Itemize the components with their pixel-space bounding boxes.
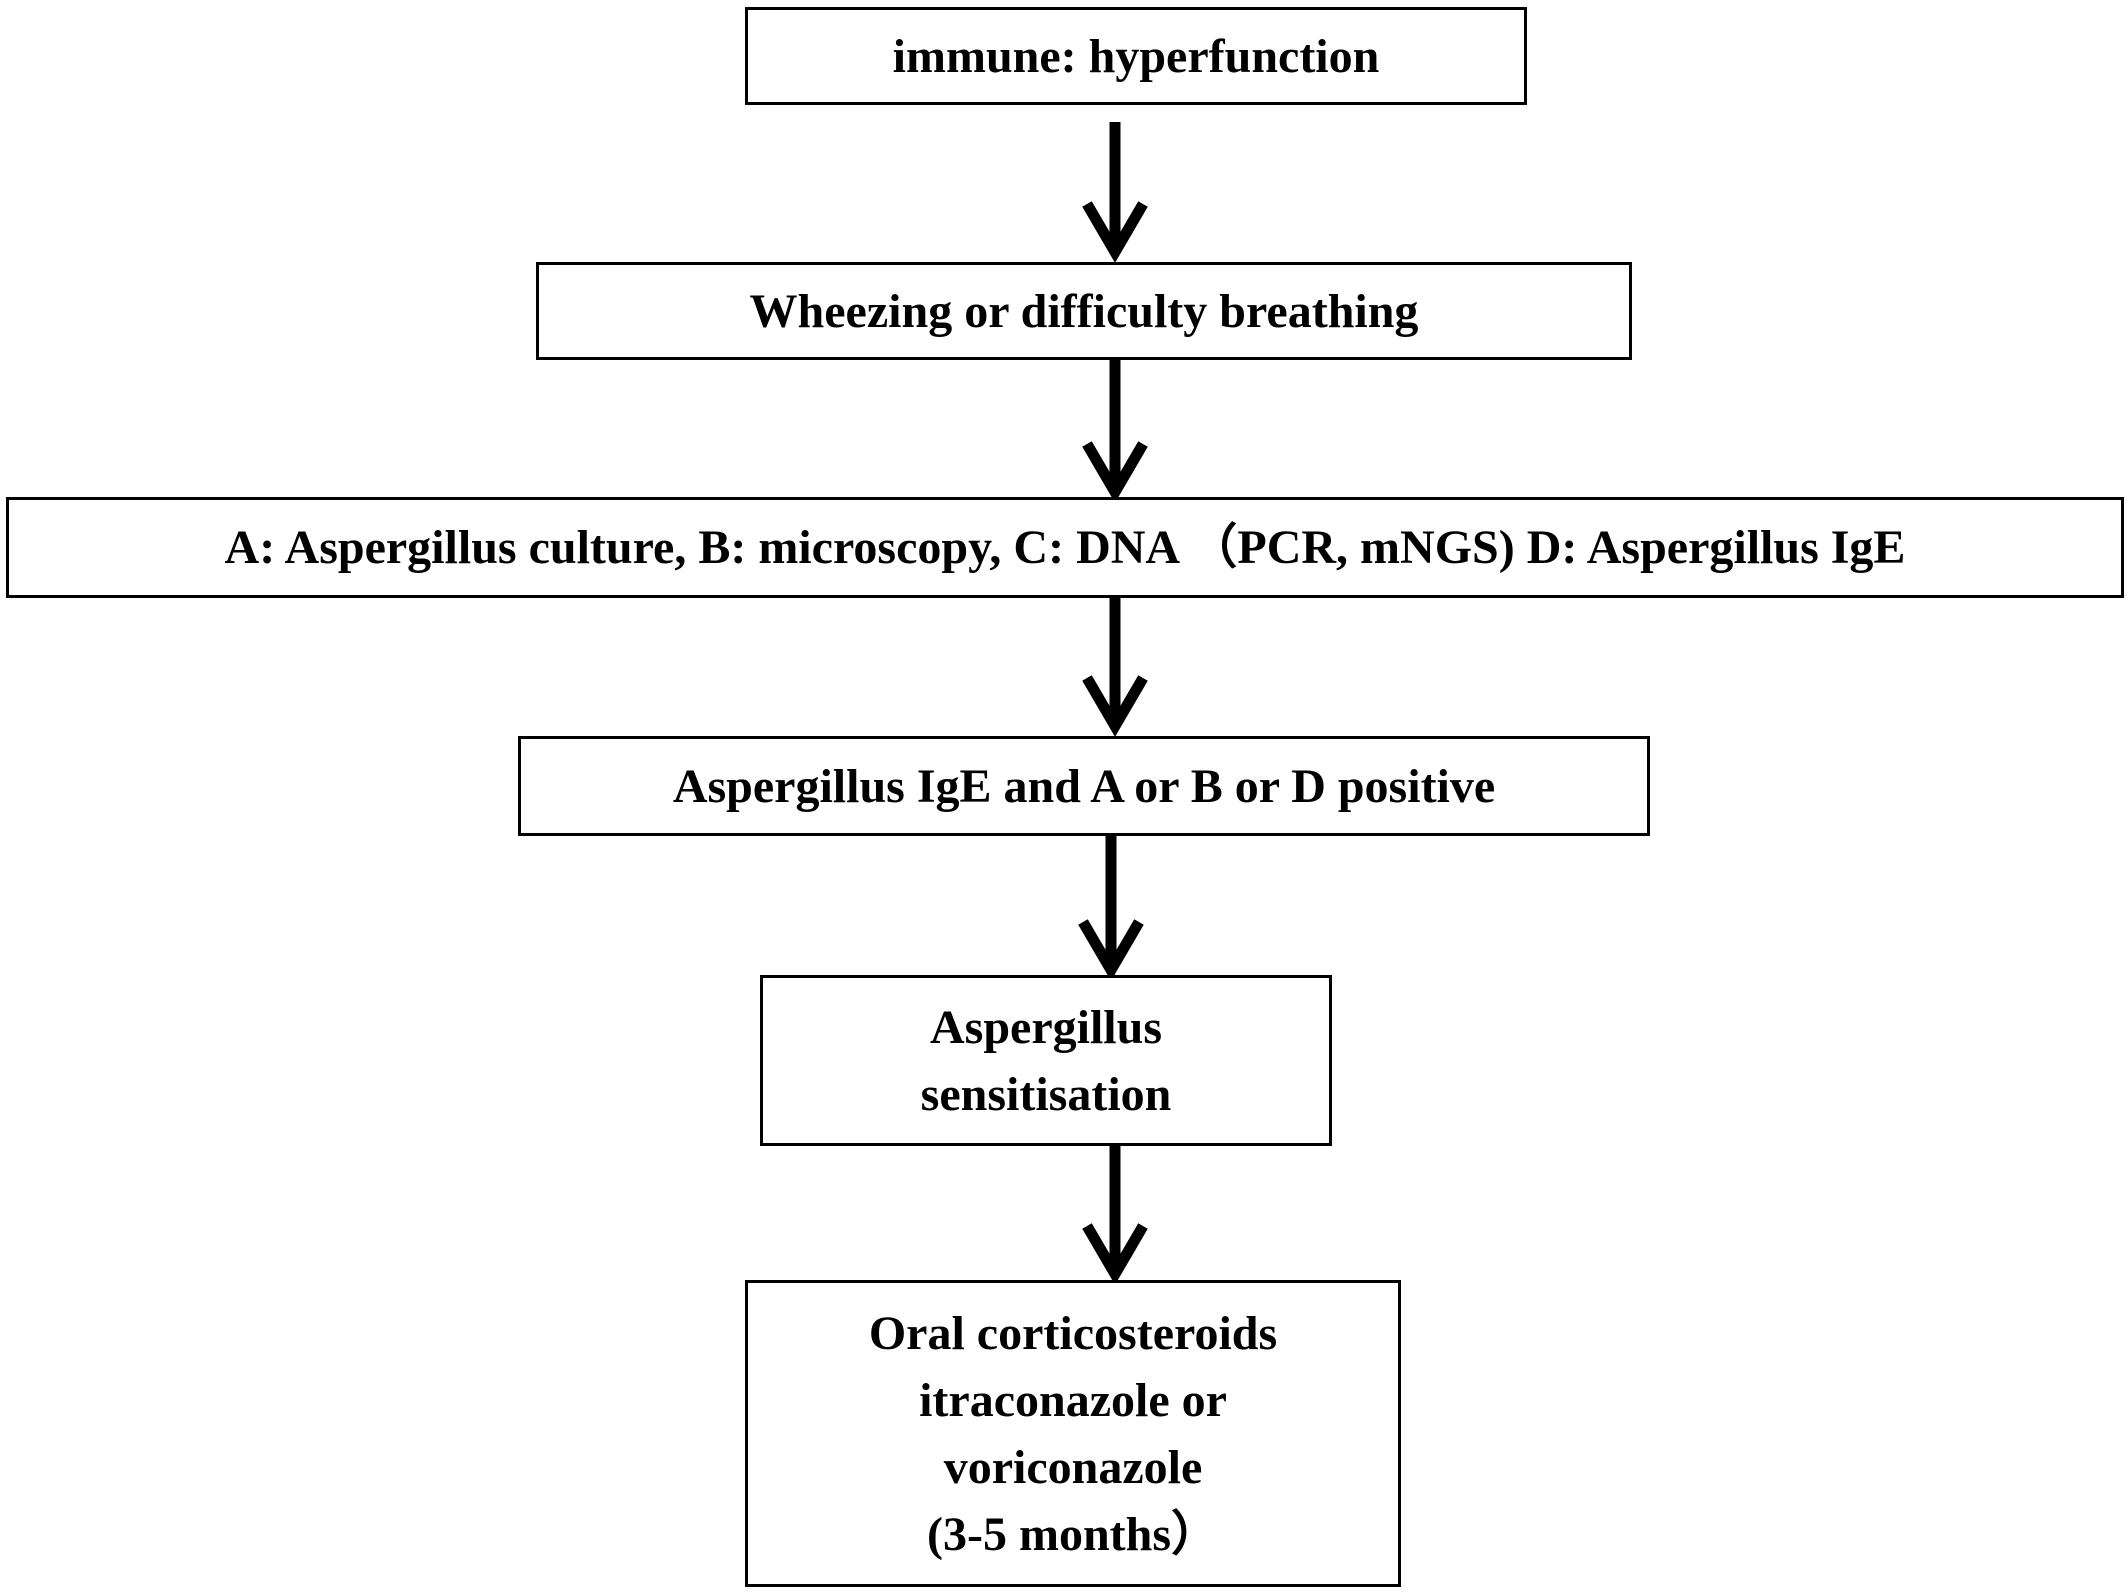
step-label: Wheezing or difficulty breathing	[749, 284, 1419, 338]
step-aspergillus-sensitisation: Aspergillus sensitisation	[760, 975, 1332, 1146]
step-label-line-3: voriconazole	[943, 1440, 1203, 1494]
step-label: Aspergillus IgE and A or B or D positive	[672, 759, 1496, 813]
arrow-step3-to-step4	[1082, 598, 1148, 737]
step-label-line-2: itraconazole or	[919, 1373, 1227, 1427]
arrow-step4-to-step5	[1078, 836, 1144, 981]
step-label-line-1: Oral corticosteroids	[868, 1306, 1278, 1360]
step-label-line-1: Aspergillus	[929, 1000, 1163, 1054]
arrow-step5-to-step6	[1082, 1146, 1148, 1285]
step-label: immune: hyperfunction	[892, 29, 1380, 83]
step-treatment: Oral corticosteroids itraconazole or vor…	[745, 1280, 1401, 1587]
step-immune-hyperfunction: immune: hyperfunction	[745, 7, 1527, 105]
step-label-line-4: (3-5 months）	[926, 1507, 1219, 1561]
step-label: A: Aspergillus culture, B: microscopy, C…	[224, 521, 1906, 574]
step-label-line-2: sensitisation	[920, 1067, 1172, 1121]
step-wheezing: Wheezing or difficulty breathing	[536, 262, 1632, 360]
arrow-step1-to-step2	[1082, 122, 1148, 263]
arrow-step2-to-step3	[1082, 360, 1148, 503]
step-ige-positive: Aspergillus IgE and A or B or D positive	[518, 736, 1650, 836]
step-diagnostic-tests: A: Aspergillus culture, B: microscopy, C…	[6, 497, 2124, 598]
